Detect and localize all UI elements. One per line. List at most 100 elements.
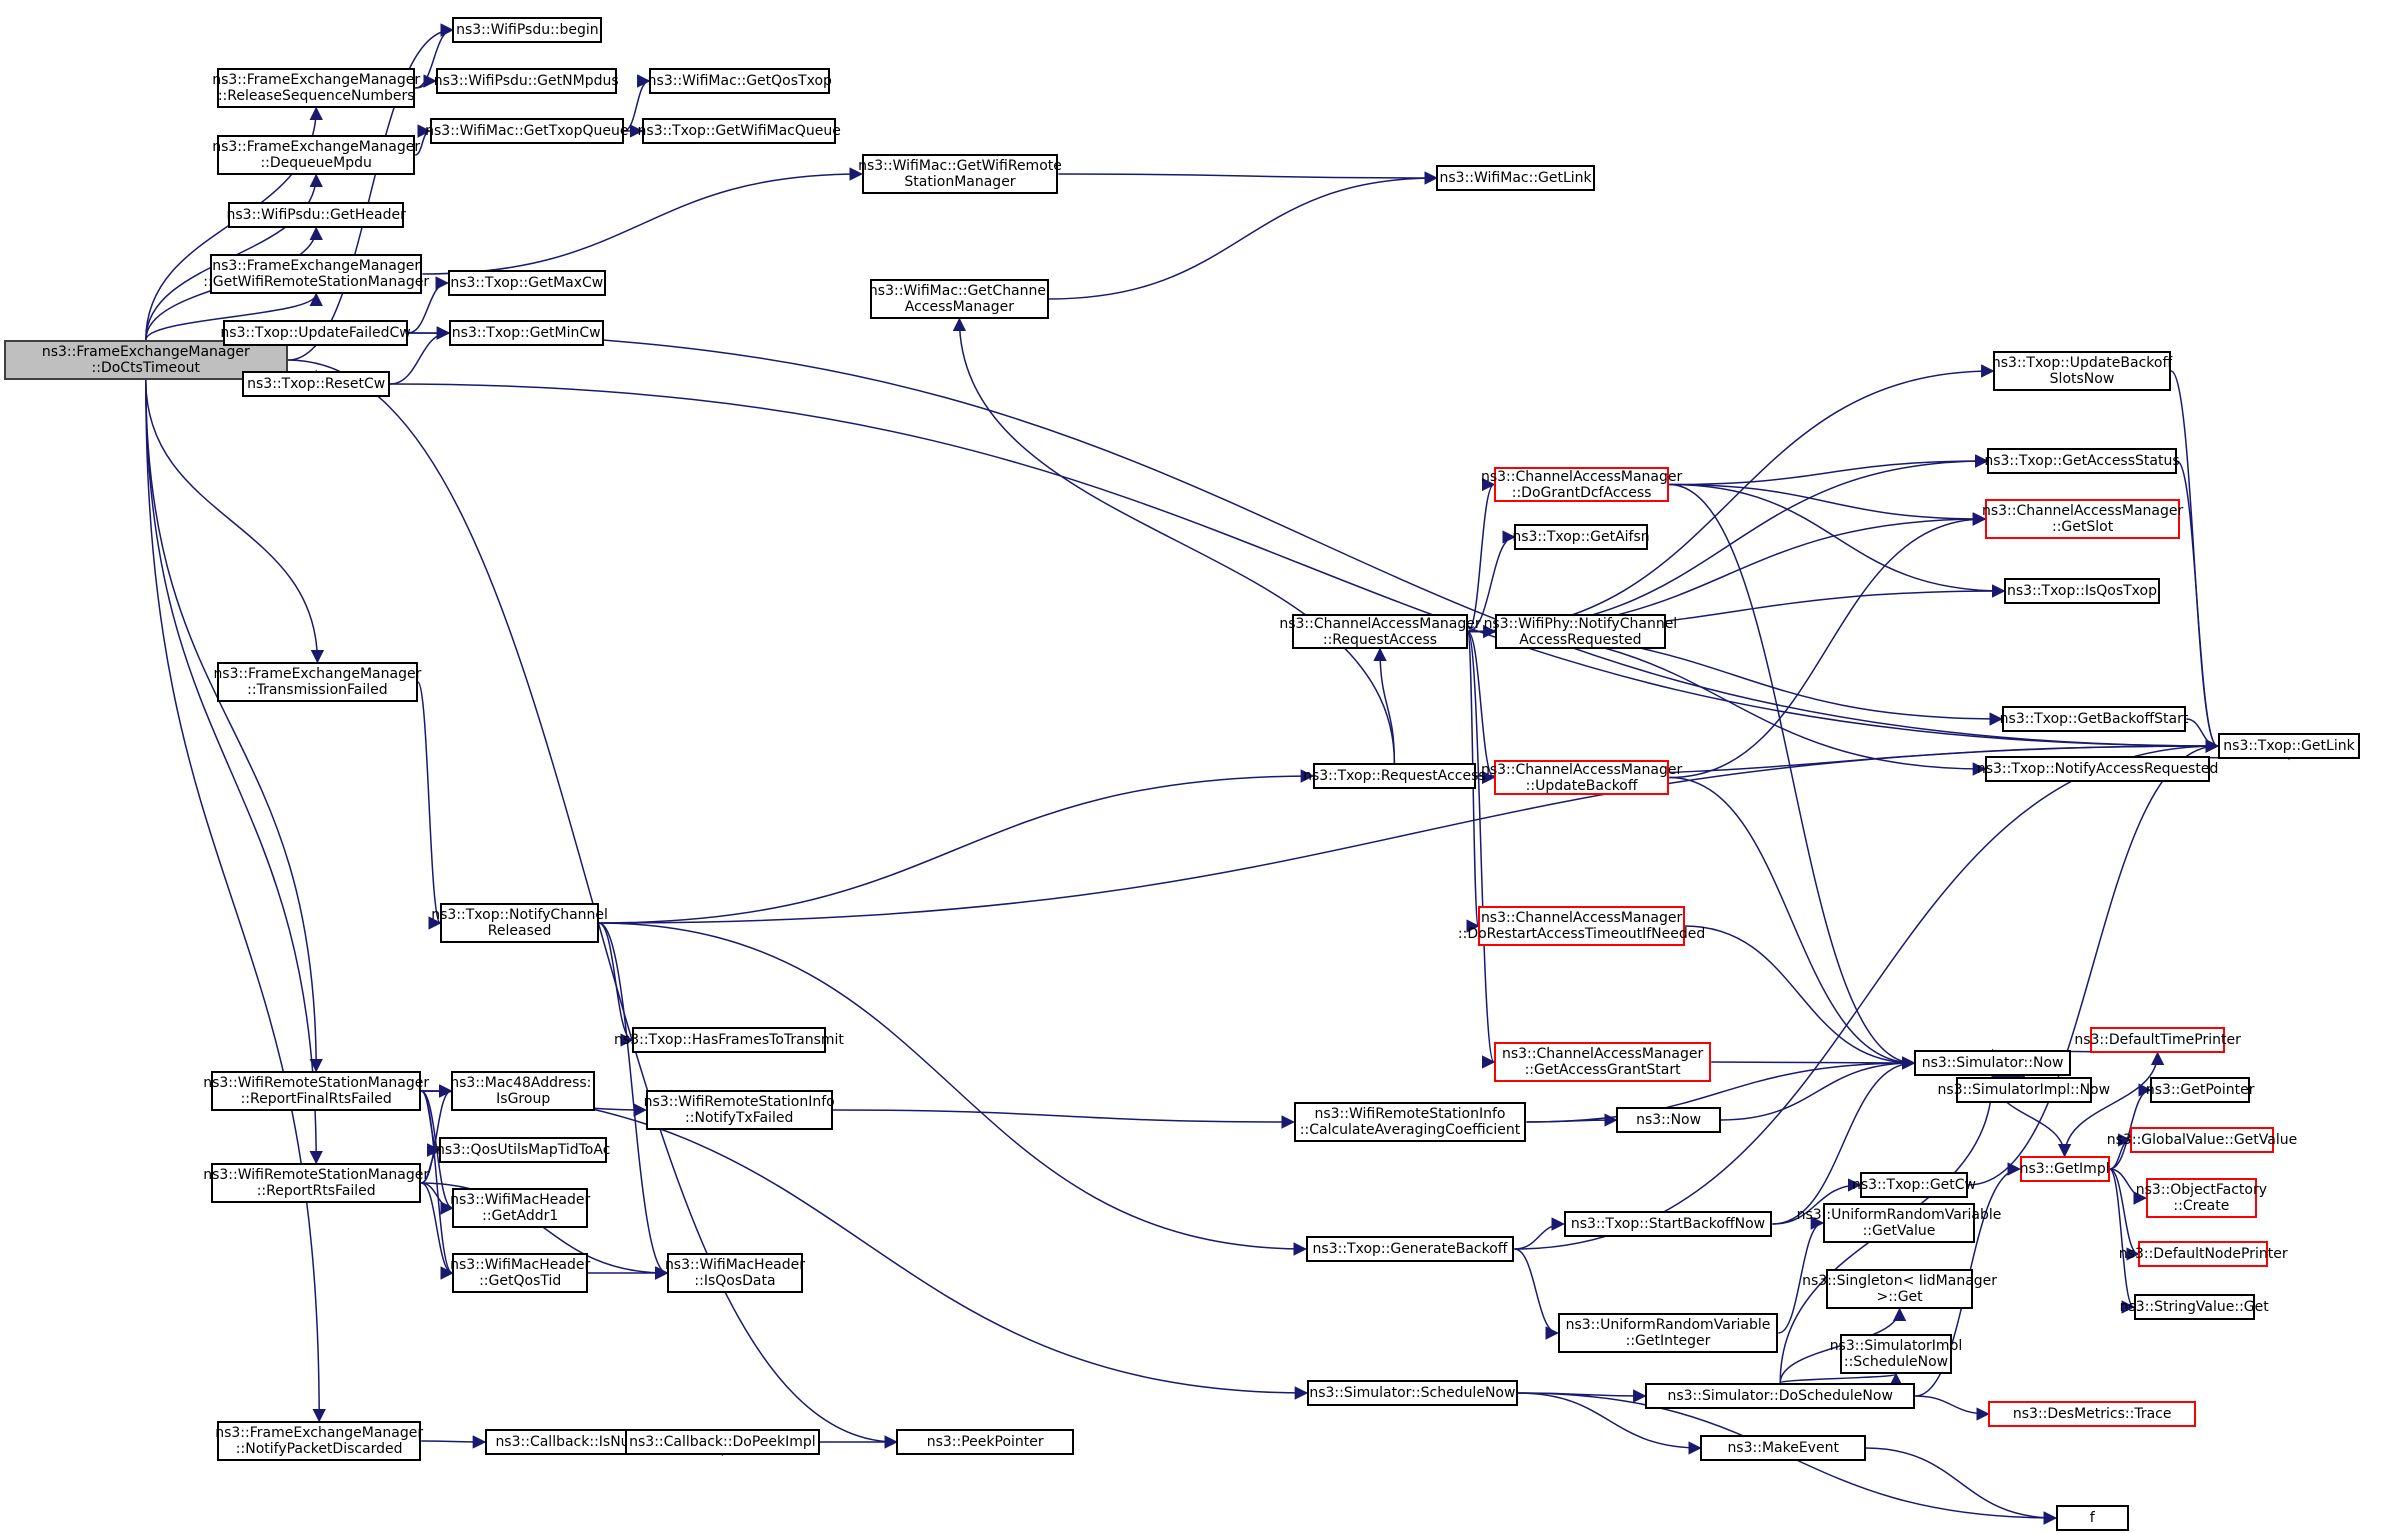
node-default-time-printer[interactable]: ns3::DefaultTimePrinter (2074, 1027, 2241, 1053)
edge-txop_startbackoffnow-to-txop_getcw (1772, 1178, 1862, 1225)
edge-txop_requestaccess-to-cam_requestaccess (1373, 647, 1396, 764)
edge-get_impl-to-default_time_printer (2063, 1051, 2165, 1157)
node-sim-now[interactable]: ns3::Simulator::Now (1914, 1050, 2072, 1076)
edge-cam_updatebackoff-to-cam_getslot (1669, 512, 1987, 779)
node-phy-notify[interactable]: ns3::WifiPhy::NotifyChannel AccessReques… (1483, 614, 1678, 649)
edge-get_impl-to-globalvalue_getvalue (2109, 1133, 2132, 1170)
edge-wrsi_calcavg-to-sim_now (1526, 1056, 1916, 1123)
edge-sim_schedulenow-to-make_event (1517, 1392, 1702, 1455)
edge-root-to-wrsm_reportrts (145, 379, 323, 1165)
node-hdr-isqosdata[interactable]: ns3::WifiMacHeader ::IsQosData (665, 1253, 805, 1293)
node-mac48-isgroup[interactable]: ns3::Mac48Address:: IsGroup (450, 1071, 596, 1111)
node-f[interactable]: f (2055, 1505, 2129, 1531)
node-txop-resetcw[interactable]: ns3::Txop::ResetCw (242, 371, 390, 397)
node-cam-dogrant[interactable]: ns3::ChannelAccessManager ::DoGrantDcfAc… (1480, 467, 1683, 502)
node-txop-updatebackoffslots[interactable]: ns3::Txop::UpdateBackoff SlotsNow (1992, 351, 2172, 391)
node-wrsm-reportrts[interactable]: ns3::WifiRemoteStationManager ::ReportRt… (203, 1163, 429, 1203)
node-simimpl-now[interactable]: ns3::SimulatorImpl::Now (1938, 1077, 2110, 1103)
node-fem-transfailed[interactable]: ns3::FrameExchangeManager ::Transmission… (213, 662, 421, 702)
node-ns3-now[interactable]: ns3::Now (1616, 1107, 1721, 1133)
node-txop-generatebackoff[interactable]: ns3::Txop::GenerateBackoff (1305, 1236, 1515, 1262)
edge-cam_dogrant-to-txop_getaccessstatus (1669, 454, 1989, 486)
node-make-event[interactable]: ns3::MakeEvent (1700, 1435, 1866, 1461)
edge-txop_notifychreleased-to-txop_requestaccess (598, 769, 1315, 924)
edge-cam_dogrant-to-txop_isqostxop (1669, 483, 2006, 598)
node-objectfactory-create[interactable]: ns3::ObjectFactory ::Create (2136, 1178, 2267, 1218)
node-fem-dequeue[interactable]: ns3::FrameExchangeManager ::DequeueMpdu (212, 135, 420, 175)
node-txop-requestaccess[interactable]: ns3::Txop::RequestAccess (1303, 763, 1486, 789)
node-cam-getslot[interactable]: ns3::ChannelAccessManager ::GetSlot (1982, 499, 2183, 539)
node-txop-notifychreleased[interactable]: ns3::Txop::NotifyChannel Released (431, 903, 608, 943)
edge-txop_generatebackoff-to-txop_startbackoffnow (1514, 1217, 1565, 1250)
node-txop-isqostxop[interactable]: ns3::Txop::IsQosTxop (2004, 578, 2160, 604)
node-txop-getmincw[interactable]: ns3::Txop::GetMinCw (448, 320, 604, 346)
node-callback-dopeek[interactable]: ns3::Callback::DoPeekImpl (625, 1429, 820, 1455)
node-txop-notifyaccessreq[interactable]: ns3::Txop::NotifyAccessRequested (1977, 756, 2218, 782)
node-globalvalue-getvalue[interactable]: ns3::GlobalValue::GetValue (2107, 1127, 2297, 1153)
node-txop-getaccessstatus[interactable]: ns3::Txop::GetAccessStatus (1984, 448, 2180, 474)
node-txop-startbackoffnow[interactable]: ns3::Txop::StartBackoffNow (1563, 1211, 1773, 1237)
node-cam-dorestart[interactable]: ns3::ChannelAccessManager ::DoRestartAcc… (1458, 906, 1705, 946)
node-hdr-getaddr1[interactable]: ns3::WifiMacHeader ::GetAddr1 (450, 1188, 590, 1228)
node-txop-hasframes[interactable]: ns3::Txop::HasFramesToTransmit (614, 1027, 844, 1053)
node-mac-gettxopqueue[interactable]: ns3::WifiMac::GetTxopQueue (425, 118, 628, 144)
node-psdu-begin[interactable]: ns3::WifiPsdu::begin (452, 17, 603, 43)
node-wrsi-calcavg[interactable]: ns3::WifiRemoteStationInfo ::CalculateAv… (1293, 1102, 1527, 1142)
node-urv-getvalue[interactable]: ns3::UniformRandomVariable ::GetValue (1797, 1203, 2001, 1243)
node-get-impl[interactable]: ns3::GetImpl (2019, 1156, 2110, 1182)
node-mac-getqostxop[interactable]: ns3::WifiMac::GetQosTxop (648, 68, 832, 94)
edge-fem_notifydiscarded-to-callback_isnull (421, 1435, 487, 1449)
node-simimpl-schedulenow[interactable]: ns3::SimulatorImpl ::ScheduleNow (1830, 1334, 1962, 1374)
node-fem-notifydiscarded[interactable]: ns3::FrameExchangeManager ::NotifyPacket… (215, 1421, 423, 1461)
node-sim-schedulenow[interactable]: ns3::Simulator::ScheduleNow (1306, 1380, 1518, 1406)
edge-mac_getcam-to-mac_getlink (1048, 171, 1438, 300)
edge-get_impl-to-default_node_printer (2109, 1168, 2140, 1261)
node-psdu-getheader[interactable]: ns3::WifiPsdu::GetHeader (227, 202, 406, 228)
node-stringvalue-get[interactable]: ns3::StringValue::Get (2120, 1294, 2269, 1320)
node-sim-doschedulenow[interactable]: ns3::Simulator::DoScheduleNow (1645, 1383, 1916, 1409)
node-txop-getlink[interactable]: ns3::Txop::GetLink (2217, 733, 2361, 759)
node-cam-getaccessgrant[interactable]: ns3::ChannelAccessManager ::GetAccessGra… (1494, 1042, 1712, 1082)
node-txop-getcw[interactable]: ns3::Txop::GetCw (1852, 1172, 1976, 1198)
node-wrsi-notifytxfailed[interactable]: ns3::WifiRemoteStationInfo ::NotifyTxFai… (644, 1090, 835, 1130)
edge-ns3_now-to-sim_now (1720, 1056, 1916, 1121)
node-cam-requestaccess[interactable]: ns3::ChannelAccessManager ::RequestAcces… (1279, 614, 1481, 649)
node-default-node-printer[interactable]: ns3::DefaultNodePrinter (2119, 1241, 2288, 1267)
node-fem-release[interactable]: ns3::FrameExchangeManager ::ReleaseSeque… (212, 68, 420, 108)
node-txop-updatefailedcw[interactable]: ns3::Txop::UpdateFailedCw (220, 320, 411, 346)
node-txop-getwifimacqueue[interactable]: ns3::Txop::GetWifiMacQueue (638, 118, 841, 144)
edge-txop_notifychreleased-to-hdr_isqosdata (598, 922, 669, 1280)
edge-txop_resetcw-to-txop_getmincw (389, 326, 451, 385)
edge-txop_requestaccess-to-mac_getcam (952, 317, 1396, 764)
edge-cam_dogrant-to-sim_now (1669, 483, 1916, 1070)
node-psdu-getnmpdus[interactable]: ns3::WifiPsdu::GetNMpdus (434, 68, 619, 94)
node-urv-getinteger[interactable]: ns3::UniformRandomVariable ::GetInteger (1557, 1313, 1779, 1353)
edge-txop_updatefailedcw-to-txop_getmaxcw (407, 276, 449, 334)
node-callback-isnull[interactable]: ns3::Callback::IsNull (484, 1429, 648, 1455)
node-txop-getaifsn[interactable]: ns3::Txop::GetAifsn (1512, 524, 1650, 550)
node-cam-updatebackoff[interactable]: ns3::ChannelAccessManager ::UpdateBackof… (1480, 760, 1683, 795)
edge-root-to-fem_getwrsm (145, 292, 323, 341)
edge-txop_generatebackoff-to-urv_getinteger (1514, 1248, 1559, 1340)
node-txop-getmaxcw[interactable]: ns3::Txop::GetMaxCw (447, 270, 606, 296)
node-txop-getbackoffstart[interactable]: ns3::Txop::GetBackoffStart (2000, 706, 2188, 732)
node-desmetrics-trace[interactable]: ns3::DesMetrics::Trace (1988, 1401, 2196, 1427)
edge-fem_dequeue-to-mac_gettxopqueue (414, 124, 431, 156)
node-root[interactable]: ns3::FrameExchangeManager ::DoCtsTimeout (3, 340, 288, 380)
node-mac-getlink[interactable]: ns3::WifiMac::GetLink (1436, 165, 1595, 191)
node-wrsm-reportfinal[interactable]: ns3::WifiRemoteStationManager ::ReportFi… (203, 1071, 429, 1111)
edge-wrsm_reportrts-to-hdr_isqosdata (421, 1182, 669, 1280)
node-mac-getwrsm[interactable]: ns3::WifiMac::GetWifiRemote StationManag… (858, 154, 1062, 194)
edge-root-to-fem_notifydiscarded (145, 379, 326, 1423)
edge-mac_getwrsm-to-mac_getlink (1058, 171, 1438, 185)
node-peek-pointer[interactable]: ns3::PeekPointer (896, 1429, 1074, 1455)
edge-sim_doschedulenow-to-simimpl_schedulenow (1779, 1372, 1903, 1387)
node-get-pointer[interactable]: ns3::GetPointer (2146, 1077, 2254, 1103)
node-qos-maptid[interactable]: ns3::QosUtilsMapTidToAc (436, 1137, 610, 1163)
node-singleton-get[interactable]: ns3::Singleton< IidManager >::Get (1802, 1269, 1997, 1309)
node-hdr-getqostid[interactable]: ns3::WifiMacHeader ::GetQosTid (450, 1253, 590, 1293)
edge-cam_requestaccess-to-cam_updatebackoff (1466, 630, 1496, 785)
edge-mac_gettxopqueue-to-mac_getqostxop (623, 74, 651, 132)
node-fem-getwrsm[interactable]: ns3::FrameExchangeManager ::GetWifiRemot… (203, 254, 429, 294)
node-mac-getcam[interactable]: ns3::WifiMac::GetChannel AccessManager (869, 279, 1050, 319)
